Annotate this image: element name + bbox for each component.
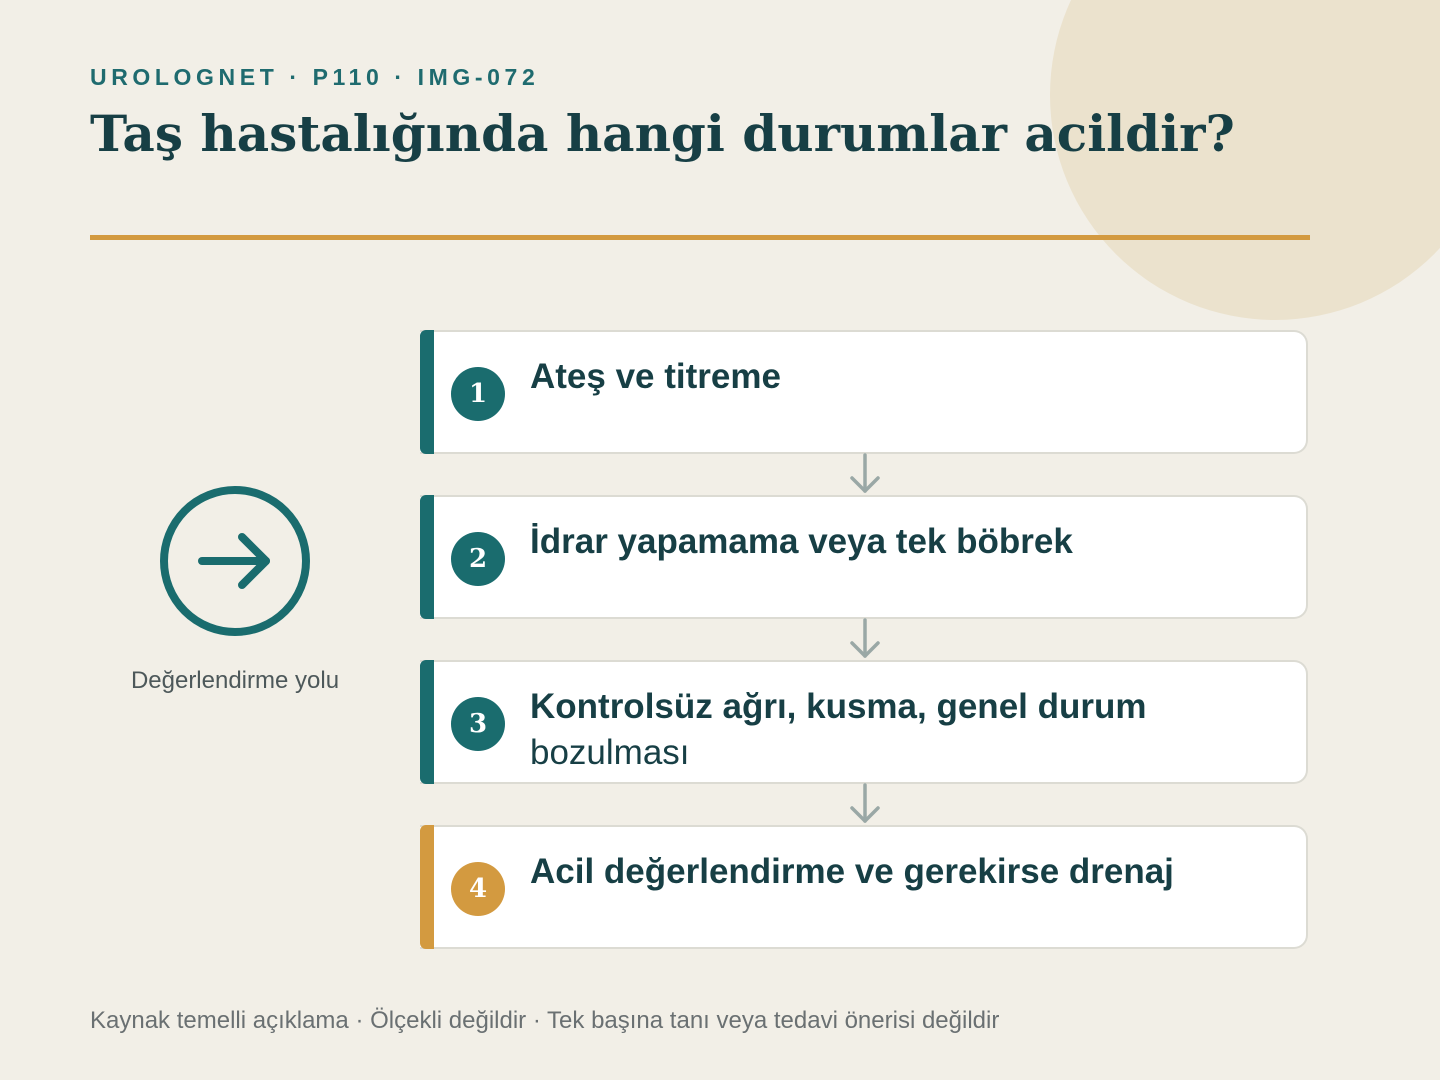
step-label: Ateş ve titreme — [530, 357, 781, 396]
step-label: Kontrolsüz ağrı, kusma, genel durum — [530, 687, 1147, 726]
arrow-right-circle-icon — [160, 486, 310, 636]
title-divider — [90, 235, 1310, 240]
step-card-2: 2 İdrar yapamama veya tek böbrek — [420, 495, 1308, 619]
step-number-badge: 2 — [451, 532, 505, 586]
step-label: Acil değerlendirme ve gerekirse drenaj — [530, 852, 1174, 891]
step-label-continuation: bozulması — [530, 733, 690, 772]
arrow-down-icon — [850, 618, 880, 658]
sidebar-label: Değerlendirme yolu — [130, 667, 340, 694]
step-bar — [420, 330, 434, 454]
step-text: Kontrolsüz ağrı, kusma, genel durum bozu… — [530, 684, 1276, 776]
step-bar — [420, 495, 434, 619]
footer-note: Kaynak temelli açıklama · Ölçekli değild… — [90, 1007, 1000, 1034]
page-title: Taş hastalığında hangi durumlar acildir? — [90, 104, 1235, 163]
kicker: UROLOGNET · P110 · IMG-072 — [90, 64, 540, 90]
arrow-down-icon — [850, 453, 880, 493]
step-card-4: 4 Acil değerlendirme ve gerekirse drenaj — [420, 825, 1308, 949]
arrow-down-icon — [850, 783, 880, 823]
step-number-badge: 1 — [451, 367, 505, 421]
step-text: İdrar yapamama veya tek böbrek — [530, 519, 1276, 565]
step-text: Ateş ve titreme — [530, 354, 1276, 400]
step-card-1: 1 Ateş ve titreme — [420, 330, 1308, 454]
step-bar — [420, 825, 434, 949]
step-text: Acil değerlendirme ve gerekirse drenaj — [530, 849, 1276, 895]
step-label: İdrar yapamama veya tek böbrek — [530, 522, 1073, 561]
step-number-badge: 4 — [451, 862, 505, 916]
step-card-3: 3 Kontrolsüz ağrı, kusma, genel durum bo… — [420, 660, 1308, 784]
step-number-badge: 3 — [451, 697, 505, 751]
step-bar — [420, 660, 434, 784]
